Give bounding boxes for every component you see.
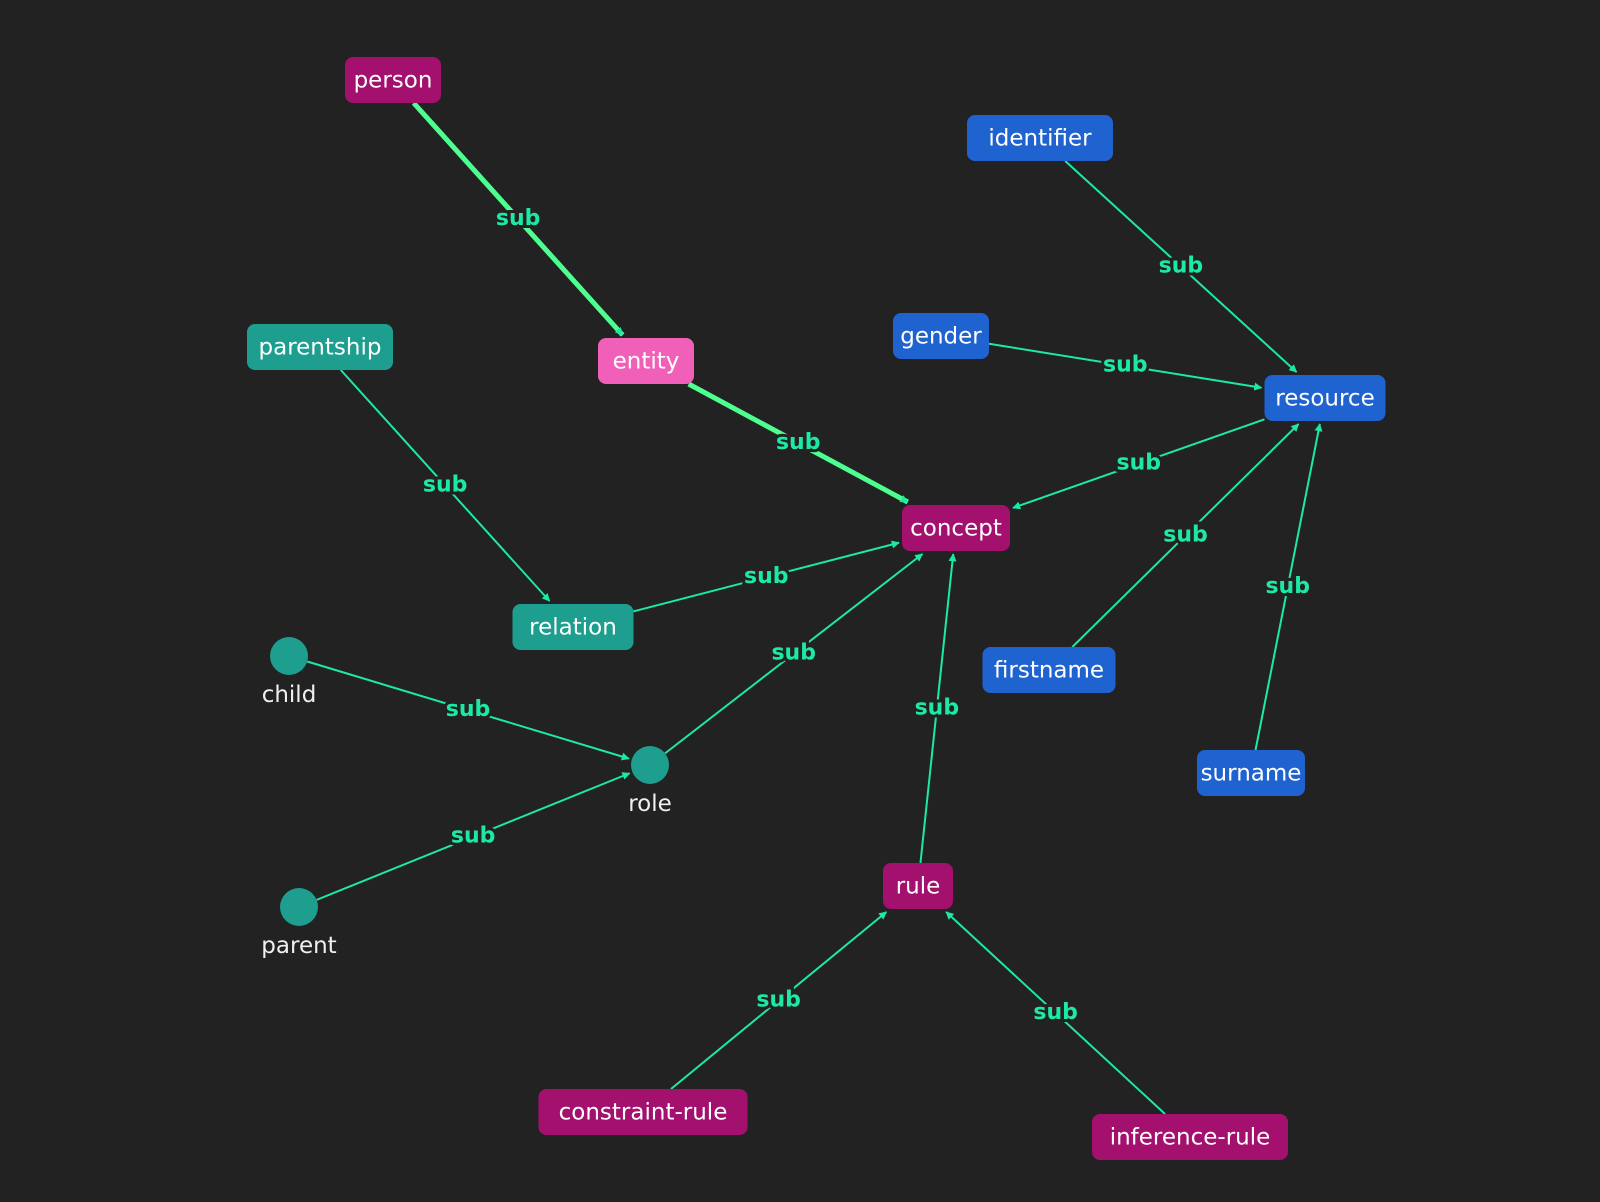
node-dot[interactable]	[280, 888, 318, 926]
node-entity[interactable]: entity	[598, 338, 694, 384]
edge-resource-to-concept[interactable]: sub	[1012, 418, 1265, 510]
edge-label: sub	[423, 473, 468, 498]
edge-line	[1071, 423, 1300, 648]
node-resource[interactable]: resource	[1264, 375, 1386, 421]
node-surname[interactable]: surname	[1197, 750, 1305, 796]
node-box[interactable]	[345, 57, 441, 103]
node-box[interactable]	[1092, 1114, 1288, 1160]
node-box[interactable]	[1197, 750, 1305, 796]
edge-label: sub	[744, 564, 789, 589]
edge-label: sub	[1103, 353, 1148, 378]
edge-label: sub	[1033, 1000, 1078, 1025]
edge-line	[316, 772, 631, 901]
node-box[interactable]	[1264, 375, 1386, 421]
edge-entity-to-concept[interactable]: sub	[687, 381, 909, 505]
edge-label: sub	[771, 641, 816, 666]
edge-line	[687, 381, 909, 505]
node-box[interactable]	[538, 1089, 748, 1135]
node-label: parent	[261, 933, 336, 959]
edge-surname-to-resource[interactable]: sub	[1254, 423, 1323, 751]
node-label: resource	[1275, 386, 1374, 412]
edge-line	[1064, 160, 1298, 373]
node-label: parentship	[259, 335, 382, 361]
node-box[interactable]	[893, 313, 989, 359]
edge-inference-rule-to-rule[interactable]: sub	[945, 911, 1166, 1115]
node-box[interactable]	[512, 604, 634, 650]
node-firstname[interactable]: firstname	[982, 647, 1116, 693]
edge-line	[411, 101, 625, 337]
edge-line	[1012, 418, 1265, 510]
edge-firstname-to-resource[interactable]: sub	[1071, 423, 1300, 648]
edge-label: sub	[451, 824, 496, 849]
edge-label: sub	[915, 696, 960, 721]
edge-label: sub	[496, 206, 541, 231]
node-label: surname	[1201, 761, 1302, 787]
node-label: inference-rule	[1110, 1125, 1271, 1151]
node-concept[interactable]: concept	[902, 505, 1010, 551]
nodes-layer: person entity parentship relation concept ide…	[247, 57, 1386, 1160]
node-inference-rule[interactable]: inference-rule	[1092, 1114, 1288, 1160]
edge-line	[988, 342, 1263, 391]
node-role[interactable]: role	[628, 746, 672, 817]
edge-label: sub	[756, 988, 801, 1013]
edge-parentship-to-relation[interactable]: sub	[340, 369, 551, 602]
node-label: firstname	[994, 658, 1104, 684]
edges-layer: sub sub sub sub sub sub sub sub sub sub sub sub sub s…	[306, 101, 1323, 1115]
edge-relation-to-concept[interactable]: sub	[633, 540, 900, 613]
edge-line	[306, 660, 630, 761]
node-parent[interactable]: parent	[261, 888, 337, 959]
node-label: role	[628, 791, 672, 817]
node-child[interactable]: child	[262, 637, 317, 708]
node-label: relation	[529, 615, 617, 641]
node-box[interactable]	[883, 863, 953, 909]
edge-label: sub	[1159, 254, 1204, 279]
node-dot[interactable]	[270, 637, 308, 675]
node-gender[interactable]: gender	[893, 313, 989, 359]
edge-line	[670, 911, 887, 1090]
node-label: entity	[613, 349, 680, 375]
node-label: gender	[900, 324, 982, 350]
edge-person-to-entity[interactable]: sub	[411, 101, 625, 337]
edge-label: sub	[776, 430, 821, 455]
node-box[interactable]	[598, 338, 694, 384]
node-label: concept	[910, 516, 1002, 542]
edge-line	[664, 553, 924, 755]
edge-child-to-role[interactable]: sub	[306, 660, 630, 761]
node-label: identifier	[988, 126, 1092, 152]
node-dot[interactable]	[631, 746, 669, 784]
edge-line	[633, 540, 900, 613]
node-box[interactable]	[982, 647, 1116, 693]
edge-label: sub	[446, 697, 491, 722]
node-parentship[interactable]: parentship	[247, 324, 393, 370]
node-box[interactable]	[247, 324, 393, 370]
node-label: rule	[896, 874, 941, 900]
edge-line	[945, 911, 1166, 1115]
node-label: constraint-rule	[559, 1100, 728, 1126]
edge-rule-to-concept[interactable]: sub	[912, 553, 962, 864]
node-rule[interactable]: rule	[883, 863, 953, 909]
edge-gender-to-resource[interactable]: sub	[988, 342, 1263, 391]
edge-label: sub	[1163, 523, 1208, 548]
node-box[interactable]	[902, 505, 1010, 551]
edge-label: sub	[1265, 574, 1310, 599]
edge-role-to-concept[interactable]: sub	[664, 553, 924, 755]
node-relation[interactable]: relation	[512, 604, 634, 650]
edge-parent-to-role[interactable]: sub	[316, 772, 631, 901]
edge-line	[340, 369, 551, 602]
edge-line	[919, 553, 957, 864]
edge-constraint-rule-to-rule[interactable]: sub	[670, 911, 887, 1090]
node-label: person	[354, 68, 433, 94]
edge-line	[1254, 423, 1323, 751]
node-constraint-rule[interactable]: constraint-rule	[538, 1089, 748, 1135]
node-person[interactable]: person	[345, 57, 441, 103]
node-box[interactable]	[967, 115, 1113, 161]
edge-label: sub	[1116, 451, 1161, 476]
node-label: child	[262, 682, 317, 708]
node-identifier[interactable]: identifier	[967, 115, 1113, 161]
edge-identifier-to-resource[interactable]: sub	[1064, 160, 1298, 373]
